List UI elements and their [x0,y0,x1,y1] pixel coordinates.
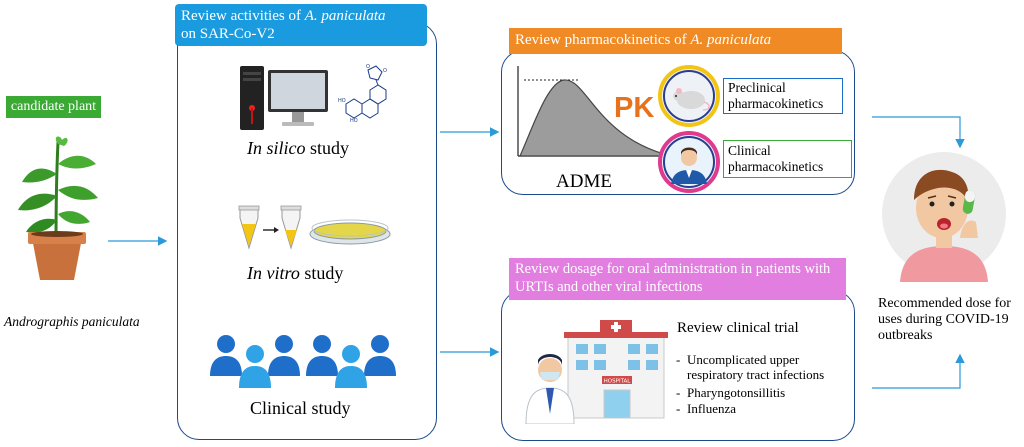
preclinical-box: Preclinical pharmacokinetics [723,78,843,114]
trial-heading: Review clinical trial [677,320,799,336]
trial-item-2-text: Pharyngotonsillitis [687,385,786,400]
person-taking-pill-icon [882,152,1006,282]
potted-plant-icon [18,136,98,280]
concentration-curve-chart [517,66,670,157]
candidate-plant-tag: candidate plant [6,96,101,118]
doctor-and-hospital-icon: HOSPITAL [525,320,668,424]
review-activities-title-species: A. paniculata [304,8,386,24]
svg-text:HO: HO [338,98,346,104]
study-clinical-text: Clinical study [250,398,351,418]
plant-name: Andrographis paniculata [4,314,140,329]
hospital-sign-text: HOSPITAL [604,379,632,385]
test-tubes-and-petri-dish-icon [238,205,391,250]
trial-item-1: -Uncomplicated upper respiratory tract i… [676,352,848,382]
arrow-dosage-to-result [872,353,965,389]
trial-item-3-text: Influenza [687,401,737,416]
pk-title-species: A. paniculata [690,32,772,48]
svg-text:O: O [383,68,387,74]
computer-icon [240,66,328,130]
study-in-vitro-italic: In vitro [247,263,300,283]
study-clinical: Clinical study [250,398,351,419]
pk-title-prefix: Review pharmacokinetics of [515,32,691,48]
molecule-icon: O O HO HO [338,64,387,122]
review-activities-tag: Review activities of A. paniculata on SA… [175,4,427,46]
patient-avatar-icon [658,131,720,193]
study-in-silico-rest: study [305,138,350,158]
svg-text:O: O [366,64,370,70]
review-activities-title-prefix: Review activities of [181,8,305,24]
study-in-vitro: In vitro study [247,263,343,284]
trial-item-3: -Influenza [676,401,737,416]
trial-item-1-text: Uncomplicated upper respiratory tract in… [687,352,825,382]
dosage-tag: Review dosage for oral administration in… [509,258,846,300]
recommendation-text: Recommended dose for uses during COVID-1… [878,296,1011,343]
svg-text:HO: HO [350,118,358,122]
pharmacokinetics-tag: Review pharmacokinetics of A. paniculata [509,28,842,54]
study-in-vitro-rest: study [299,263,344,283]
study-in-silico-italic: In silico [247,138,306,158]
study-in-silico: In silico study [247,138,349,159]
trial-item-2: -Pharyngotonsillitis [676,385,786,400]
review-activities-title-suffix: on SAR-Co-V2 [181,26,275,42]
people-group-icon [210,335,396,388]
pk-label: PK [614,92,655,124]
arrow-pk-to-result [872,116,965,149]
mouse-icon [658,65,720,127]
adme-label: ADME [556,171,612,192]
clinical-pk-box: Clinical pharmacokinetics [723,140,852,178]
